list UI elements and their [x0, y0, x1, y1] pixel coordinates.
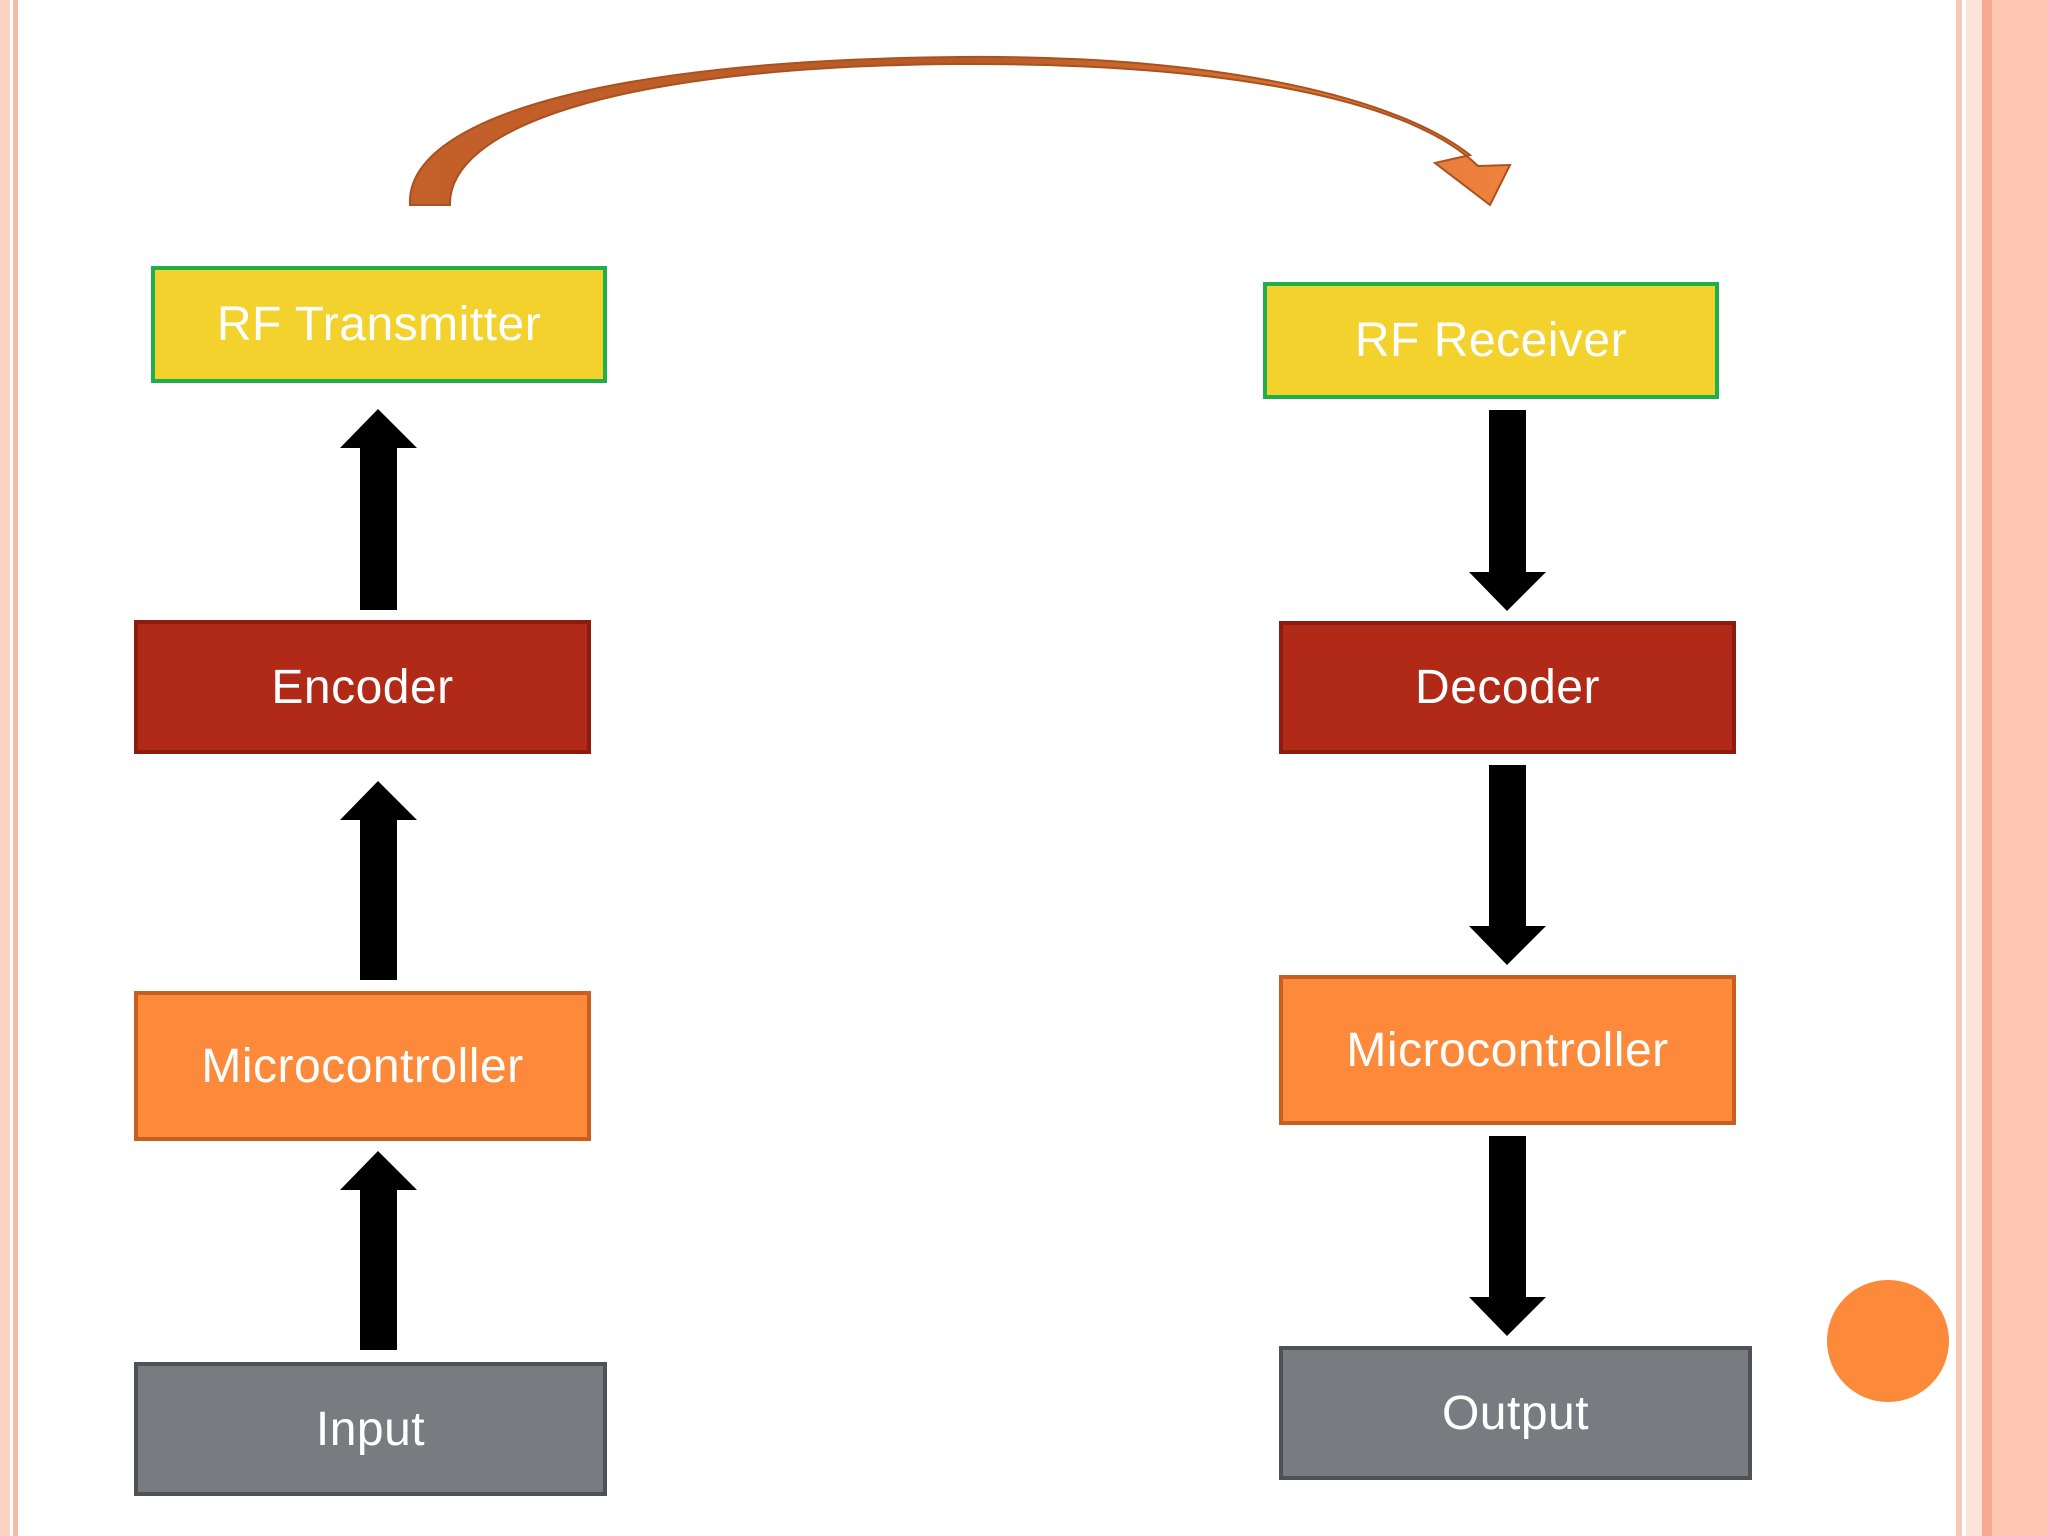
input-label: Input — [315, 1402, 426, 1456]
rf-receiver-label: RF Receiver — [1354, 314, 1628, 367]
decoder-block: Decoder — [1279, 621, 1736, 754]
transmission-arc-arrow — [408, 55, 1512, 207]
slide-border-right-line — [1956, 0, 1962, 1536]
arrow-up-encoder-to-rf-transmitter — [340, 409, 417, 610]
input-block: Input — [134, 1362, 607, 1496]
encoder-block: Encoder — [134, 620, 591, 754]
slide-border-right — [1992, 0, 2048, 1536]
output-block: Output — [1279, 1346, 1752, 1480]
transmitter-microcontroller-block: Microcontroller — [134, 991, 591, 1141]
arrow-up-input-to-microcontroller — [340, 1151, 417, 1350]
arrow-down-rf-receiver-to-decoder — [1469, 410, 1546, 611]
rf-transmitter-block: RF Transmitter — [151, 266, 607, 383]
slide-border-right-stripe — [1982, 0, 1992, 1536]
arrow-up-microcontroller-to-encoder — [340, 781, 417, 980]
arrow-down-microcontroller-to-output — [1469, 1136, 1546, 1336]
decorative-circle — [1827, 1280, 1949, 1402]
slide-border-right-light — [1966, 0, 1982, 1536]
rf-receiver-block: RF Receiver — [1263, 282, 1719, 399]
encoder-label: Encoder — [271, 660, 454, 714]
slide-border-left — [0, 0, 10, 1536]
receiver-microcontroller-block: Microcontroller — [1279, 975, 1736, 1125]
arrow-down-decoder-to-microcontroller — [1469, 765, 1546, 965]
decoder-label: Decoder — [1415, 661, 1600, 714]
slide-border-left-inner — [13, 0, 18, 1536]
rf-transmitter-label: RF Transmitter — [216, 298, 542, 351]
transmitter-microcontroller-label: Microcontroller — [201, 1039, 524, 1093]
receiver-microcontroller-label: Microcontroller — [1346, 1023, 1669, 1077]
output-label: Output — [1441, 1386, 1590, 1440]
